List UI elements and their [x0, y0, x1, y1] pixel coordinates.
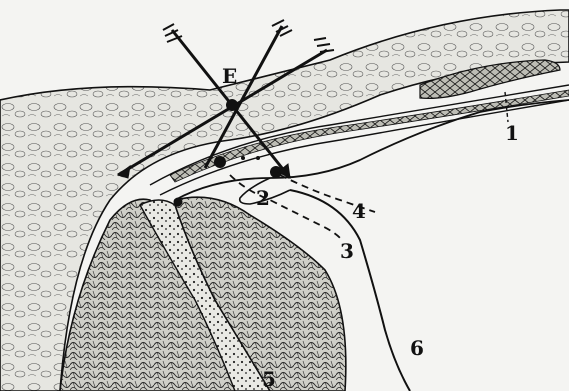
label-1: 1 [505, 121, 519, 145]
point-a [214, 156, 226, 168]
label-2: 2 [256, 186, 270, 210]
point-c [174, 198, 183, 207]
label-6: 6 [410, 336, 424, 360]
point-d [241, 156, 245, 160]
label-3: 3 [340, 239, 354, 263]
label-5: 5 [262, 367, 276, 391]
label-4: 4 [352, 199, 366, 223]
label-E: E [222, 64, 237, 88]
entry-point-E-marker [226, 99, 238, 111]
point-e [256, 156, 260, 160]
